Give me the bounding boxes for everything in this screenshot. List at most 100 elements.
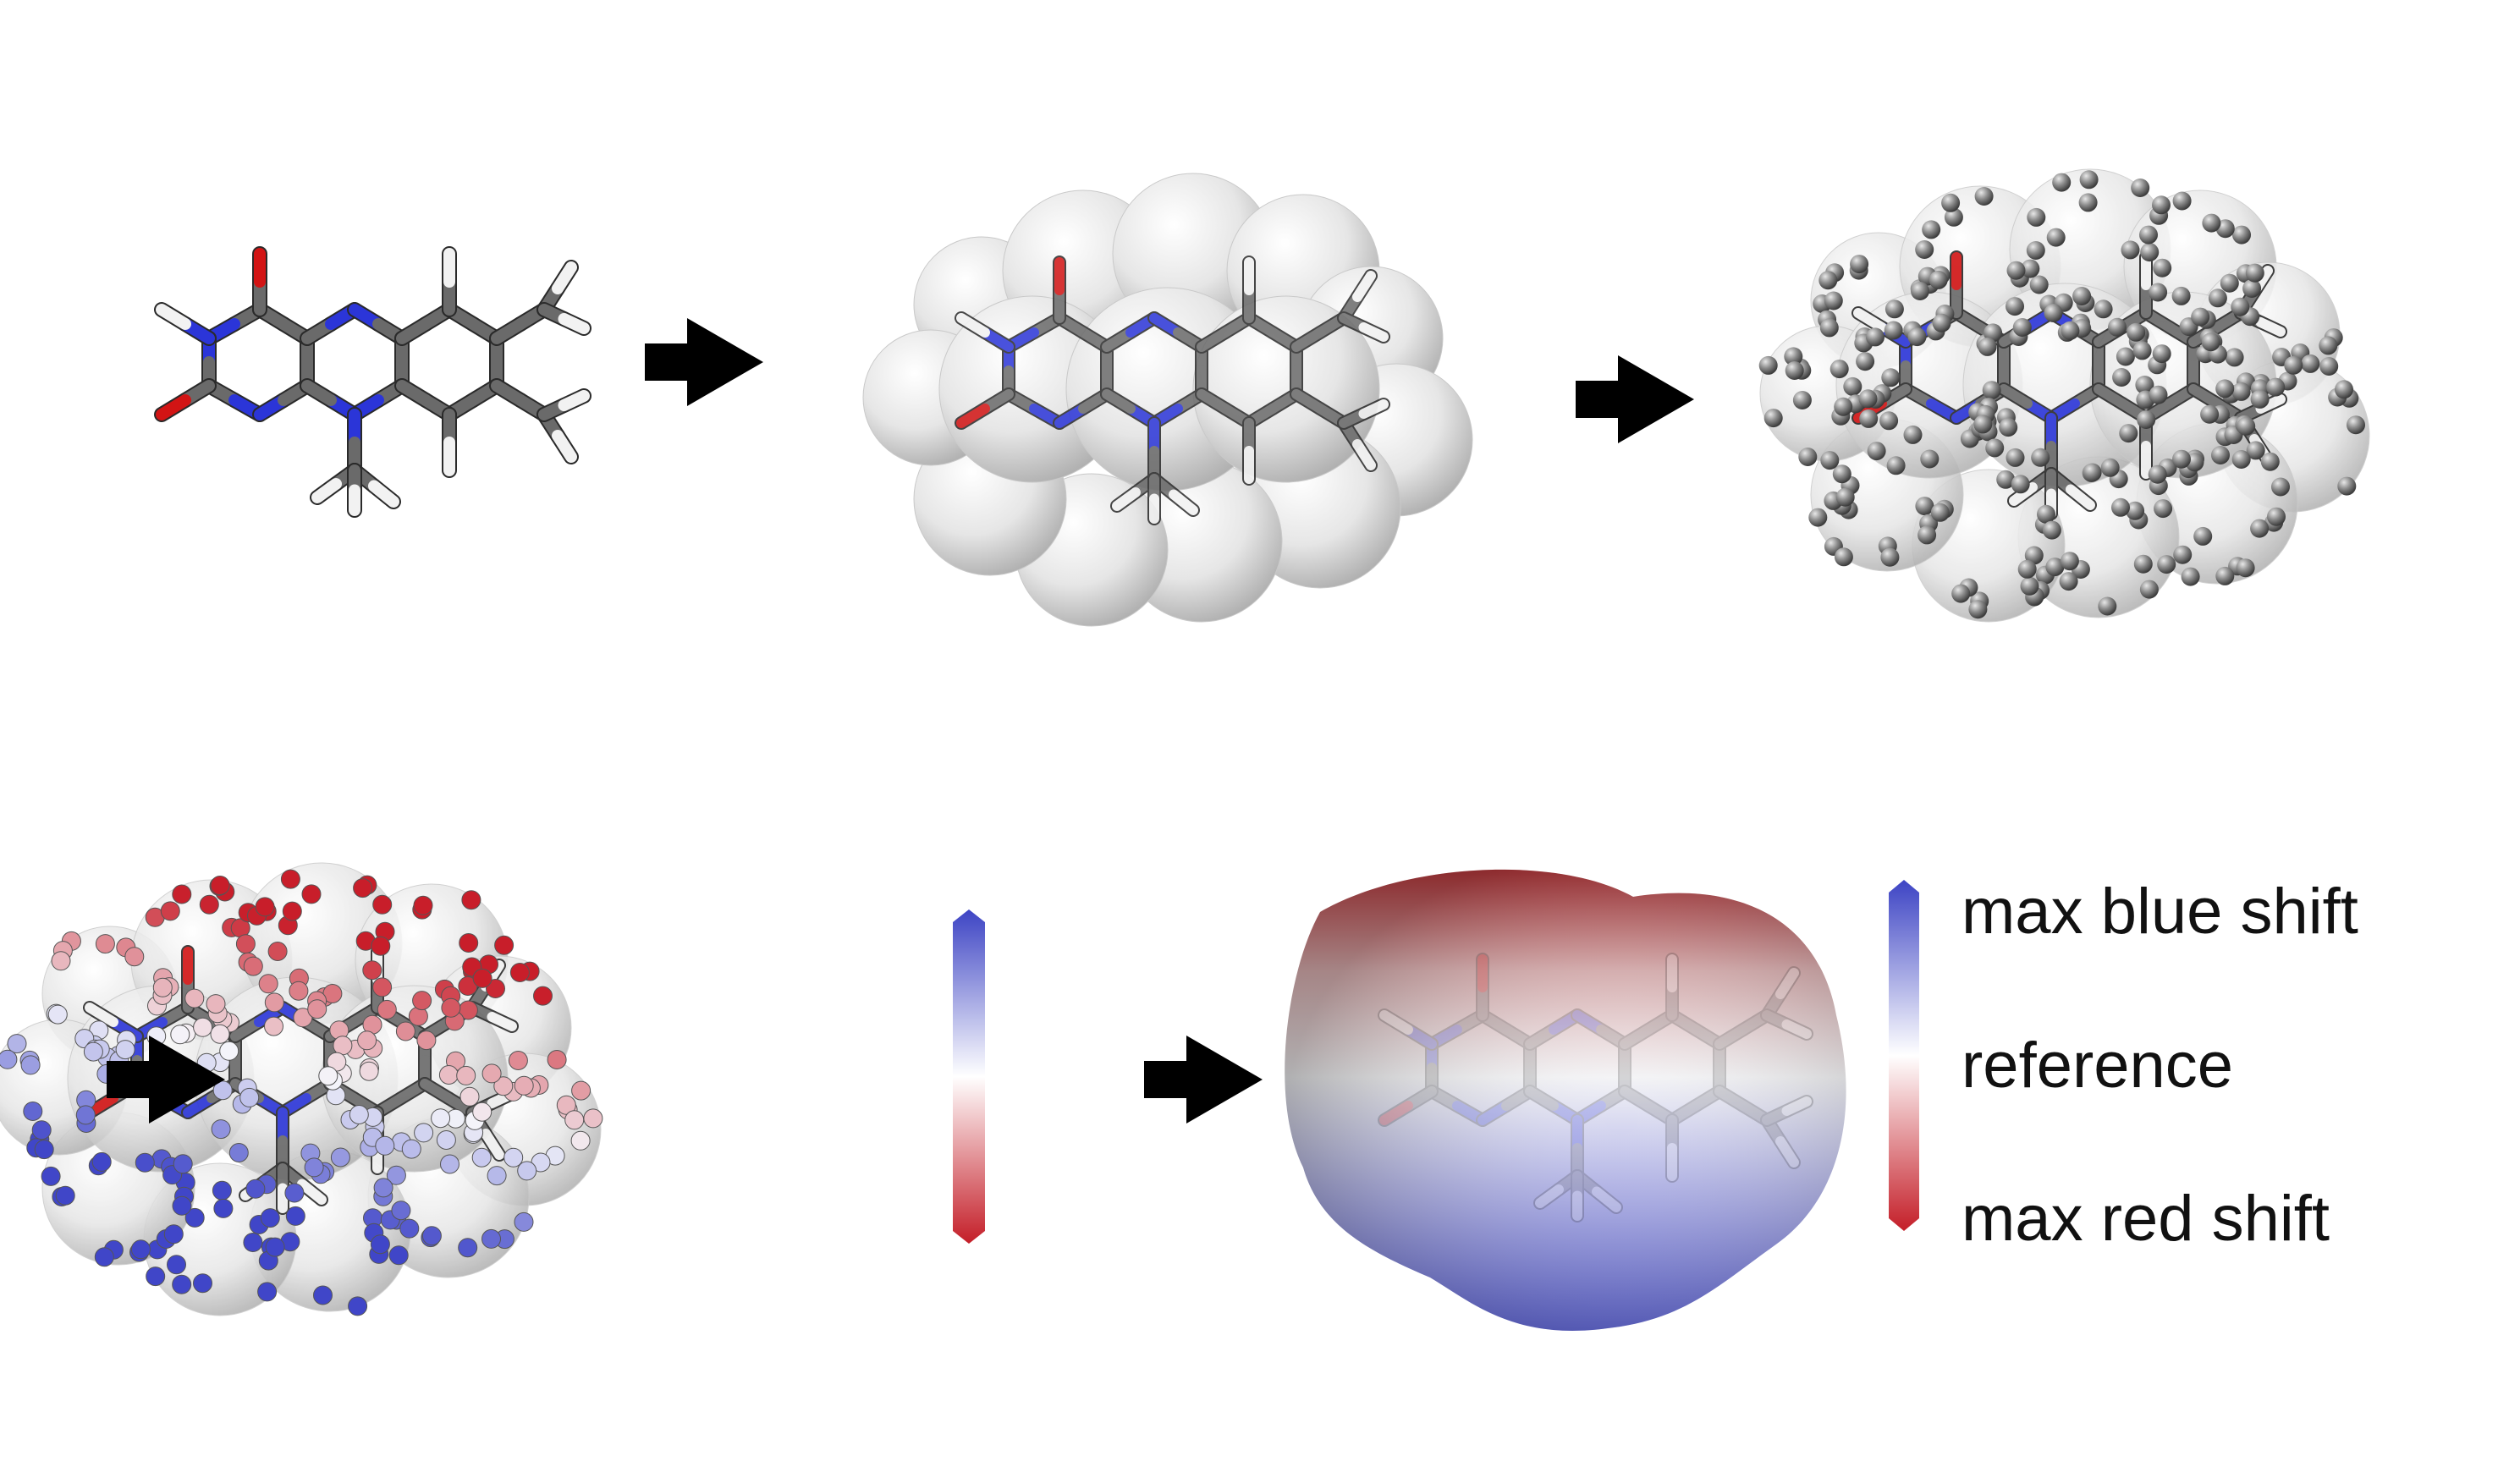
colored-point <box>239 1087 260 1107</box>
probe-point <box>1968 600 1988 619</box>
probe-point <box>1884 299 1904 319</box>
probe-point <box>1886 456 1906 475</box>
colored-point <box>503 1147 524 1168</box>
probe-point <box>1867 442 1886 461</box>
colored-point <box>293 1008 313 1028</box>
colored-point <box>547 1050 567 1069</box>
colored-point <box>55 1185 75 1206</box>
vdw-sphere <box>1192 295 1380 483</box>
colored-point <box>172 884 192 904</box>
colored-point <box>7 1034 27 1054</box>
colored-point <box>258 974 278 994</box>
colored-point <box>228 1143 249 1162</box>
probe-point <box>1859 409 1879 428</box>
probe-point <box>2059 572 2078 591</box>
colored-point <box>416 1030 437 1051</box>
probe-point <box>2072 287 2092 305</box>
probe-point <box>2319 357 2339 376</box>
probe-point <box>2225 348 2244 367</box>
colored-point <box>487 1166 507 1186</box>
colored-point <box>372 977 393 997</box>
colored-point <box>282 901 302 921</box>
probe-point <box>1974 187 1994 206</box>
molecule-sticks <box>154 246 591 518</box>
probe-point <box>1944 207 1963 227</box>
colored-point <box>333 1036 353 1056</box>
probe-point <box>2231 450 2251 469</box>
colored-point <box>371 936 391 956</box>
colored-point <box>564 1110 585 1130</box>
colored-point <box>318 1066 338 1086</box>
probe-point <box>1922 220 1941 239</box>
probe-point <box>1834 397 1853 416</box>
probe-point <box>2026 241 2045 260</box>
colored-point <box>94 1247 114 1267</box>
probe-point <box>1834 547 1853 567</box>
probe-point <box>2149 385 2168 404</box>
probe-point <box>2157 555 2176 574</box>
colored-point <box>372 894 393 915</box>
probe-point <box>2153 258 2172 277</box>
colored-point <box>362 960 382 981</box>
colored-point <box>115 1040 135 1060</box>
colored-point <box>413 895 433 915</box>
probe-point <box>1758 355 1778 375</box>
probe-point <box>2215 379 2235 398</box>
colored-point <box>152 977 173 997</box>
probe-point <box>2127 322 2146 342</box>
colored-point <box>375 1135 395 1156</box>
probe-point <box>2079 170 2099 190</box>
probe-point <box>2242 279 2262 298</box>
colored-point <box>386 1165 406 1185</box>
probe-point <box>2031 448 2050 467</box>
probe-point <box>2220 273 2239 293</box>
colored-point <box>481 1228 501 1249</box>
colored-point <box>0 1049 18 1069</box>
colored-point <box>408 1006 428 1026</box>
probe-point <box>2044 304 2063 322</box>
probe-point <box>1843 376 1862 396</box>
colored-point <box>313 1285 333 1305</box>
colored-point <box>459 1086 480 1107</box>
colored-point <box>412 991 432 1011</box>
colored-point <box>20 1055 41 1075</box>
colored-point <box>391 1201 411 1221</box>
probe-point <box>1798 448 1818 466</box>
probe-point <box>1999 418 2018 437</box>
probe-point <box>2006 261 2026 280</box>
colored-point <box>456 1065 476 1085</box>
colored-point <box>377 999 397 1019</box>
probe-point <box>2029 275 2049 294</box>
probe-point <box>2006 297 2024 316</box>
probe-point <box>2083 463 2102 482</box>
colored-point <box>571 1080 591 1101</box>
colored-point <box>172 1274 192 1294</box>
colored-point <box>243 1233 263 1252</box>
probe-point <box>2172 449 2191 469</box>
colored-point <box>34 1140 54 1160</box>
colored-point <box>206 994 226 1014</box>
colored-point <box>184 988 205 1008</box>
probe-point <box>2139 225 2158 245</box>
probe-point <box>2131 179 2150 197</box>
colored-point <box>494 935 514 955</box>
colored-point <box>47 1004 68 1025</box>
colored-point <box>441 997 461 1018</box>
colored-point <box>210 1024 230 1044</box>
right-arrow-icon <box>1144 1036 1263 1124</box>
probe-point <box>2060 552 2079 571</box>
colored-point <box>388 1245 409 1266</box>
probe-point <box>1881 368 1901 387</box>
colored-point <box>353 878 373 898</box>
probe-point <box>2208 288 2227 308</box>
probe-point <box>1918 525 1937 545</box>
probe-point <box>2231 297 2250 316</box>
colored-point <box>401 1139 421 1159</box>
probe-point <box>2139 580 2159 599</box>
legend-bar-left <box>953 909 985 1244</box>
probe-point <box>1915 240 1934 259</box>
panel-vdw-surface <box>862 173 1473 627</box>
probe-point <box>2152 195 2171 215</box>
probe-point <box>2201 332 2220 352</box>
